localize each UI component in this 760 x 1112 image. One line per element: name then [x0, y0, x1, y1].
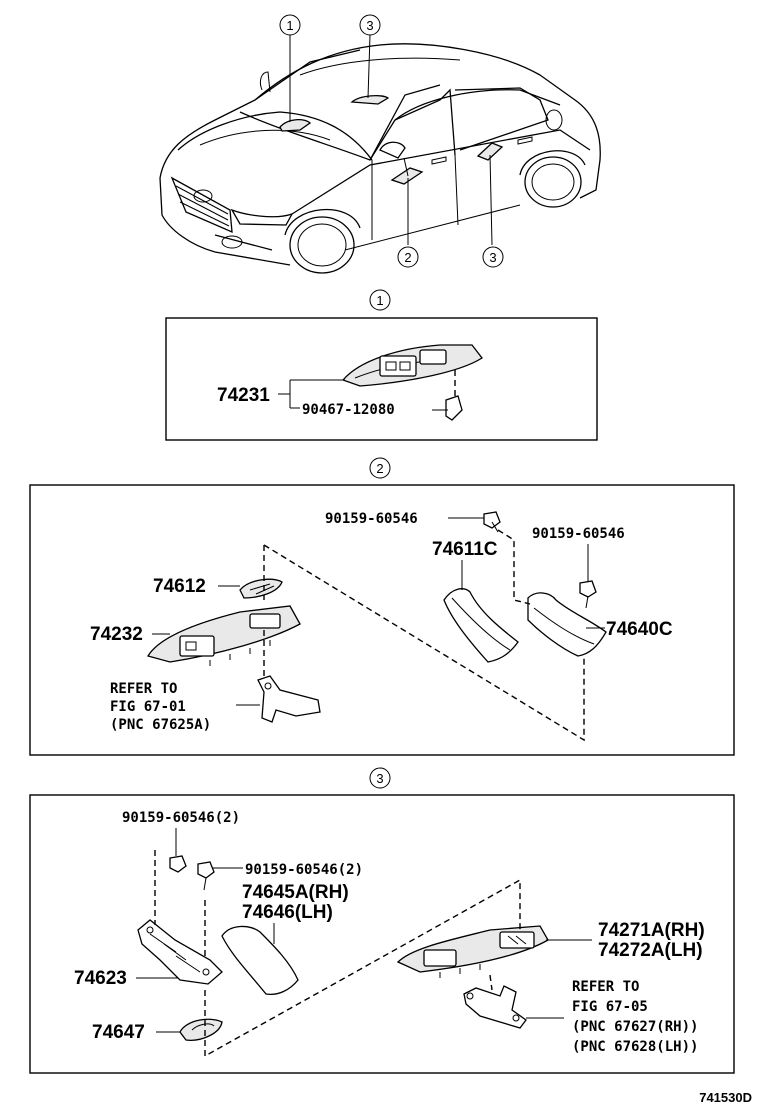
section-2-screw-top: [483, 511, 501, 533]
label-74646-lh: 74646(LH): [242, 902, 333, 923]
callout-2-bottom: 2: [397, 246, 419, 268]
svg-text:REFER TO: REFER TO: [572, 979, 639, 995]
svg-text:74231: 74231: [217, 385, 270, 406]
svg-text:(PNC 67628(LH)): (PNC 67628(LH)): [572, 1039, 698, 1055]
car-overview-illustration: [159, 43, 601, 274]
section-2-screw-right: [579, 580, 597, 609]
label-90467-12080: 90467-12080: [302, 402, 395, 418]
section-3-screw-a: [169, 855, 187, 873]
svg-text:90159-60546(2): 90159-60546(2): [122, 810, 240, 826]
section-3-refer-note: REFER TO FIG 67-05 (PNC 67627(RH)) (PNC …: [572, 979, 698, 1055]
label-74231: 74231: [217, 385, 270, 406]
section-1-clip: [445, 395, 463, 421]
svg-text:3: 3: [489, 250, 496, 265]
svg-text:FIG 67-01: FIG 67-01: [110, 699, 186, 715]
svg-text:90467-12080: 90467-12080: [302, 402, 395, 418]
svg-text:74640C: 74640C: [606, 619, 673, 640]
svg-text:74623: 74623: [74, 968, 127, 989]
svg-text:741530D: 741530D: [699, 1090, 752, 1105]
label-74232: 74232: [90, 624, 143, 645]
label-74612: 74612: [153, 576, 206, 597]
svg-text:90159-60546: 90159-60546: [532, 526, 625, 542]
section-3-part-74623: [137, 919, 223, 985]
label-74623: 74623: [74, 968, 127, 989]
section-3-screw-b: [197, 861, 215, 891]
svg-text:74646(LH): 74646(LH): [242, 902, 333, 923]
label-74640c: 74640C: [606, 619, 673, 640]
label-74645a-rh: 74645A(RH): [242, 882, 349, 903]
section-3-heading: 3: [369, 767, 391, 789]
section-3-part-74647: [179, 1018, 223, 1041]
callout-3-top: 3: [359, 14, 381, 36]
svg-text:(PNC 67627(RH)): (PNC 67627(RH)): [572, 1019, 698, 1035]
section-1-switch-base: [341, 344, 483, 387]
section-2-part-74640c: [527, 592, 607, 657]
label-74611c: 74611C: [432, 539, 498, 560]
svg-text:74272A(LH): 74272A(LH): [598, 940, 703, 961]
svg-text:1: 1: [286, 18, 293, 33]
section-2-assembly-lines: [263, 529, 585, 742]
svg-text:(PNC 67625A): (PNC 67625A): [110, 717, 211, 733]
svg-text:REFER TO: REFER TO: [110, 681, 177, 697]
svg-text:3: 3: [376, 771, 383, 786]
label-90159-60546-2-b: 90159-60546(2): [245, 862, 363, 878]
svg-text:74271A(RH): 74271A(RH): [598, 920, 705, 941]
section-2-part-74612: [239, 578, 283, 599]
section-2-refer-note: REFER TO FIG 67-01 (PNC 67625A): [110, 681, 211, 733]
svg-text:74645A(RH): 74645A(RH): [242, 882, 349, 903]
label-90159-60546-b: 90159-60546: [532, 526, 625, 542]
svg-text:74612: 74612: [153, 576, 206, 597]
section-3-part-74645a-74646: [221, 925, 299, 996]
label-74272a-lh: 74272A(LH): [598, 940, 703, 961]
svg-text:2: 2: [376, 461, 383, 476]
section-2-frame: [29, 484, 735, 756]
section-2-bracket: [257, 675, 321, 723]
callout-1-top: 1: [279, 14, 301, 36]
label-74647: 74647: [92, 1022, 145, 1043]
svg-text:3: 3: [366, 18, 373, 33]
section-3-assembly-lines: [154, 850, 521, 1058]
svg-text:2: 2: [404, 250, 411, 265]
section-3-part-74271a-74272a: [396, 925, 549, 978]
section-2-heading: 2: [369, 457, 391, 479]
callout-3-bottom: 3: [482, 246, 504, 268]
section-1-heading: 1: [369, 289, 391, 311]
svg-text:1: 1: [376, 293, 383, 308]
section-3-frame: [29, 794, 735, 1074]
svg-text:74232: 74232: [90, 624, 143, 645]
section-2-part-74232: [147, 605, 301, 666]
svg-text:90159-60546: 90159-60546: [325, 511, 418, 527]
label-90159-60546-2-a: 90159-60546(2): [122, 810, 240, 826]
svg-text:FIG 67-05: FIG 67-05: [572, 999, 648, 1015]
svg-text:90159-60546(2): 90159-60546(2): [245, 862, 363, 878]
car-callout-leaders: [289, 34, 493, 246]
section-3-bracket: [463, 985, 527, 1029]
svg-text:74647: 74647: [92, 1022, 145, 1043]
section-2-part-74611c: [443, 588, 519, 663]
label-74271a-rh: 74271A(RH): [598, 920, 705, 941]
svg-text:74611C: 74611C: [432, 539, 498, 560]
section-1-frame: [165, 317, 598, 441]
label-90159-60546-a: 90159-60546: [325, 511, 418, 527]
diagram-code: 741530D: [699, 1090, 752, 1105]
